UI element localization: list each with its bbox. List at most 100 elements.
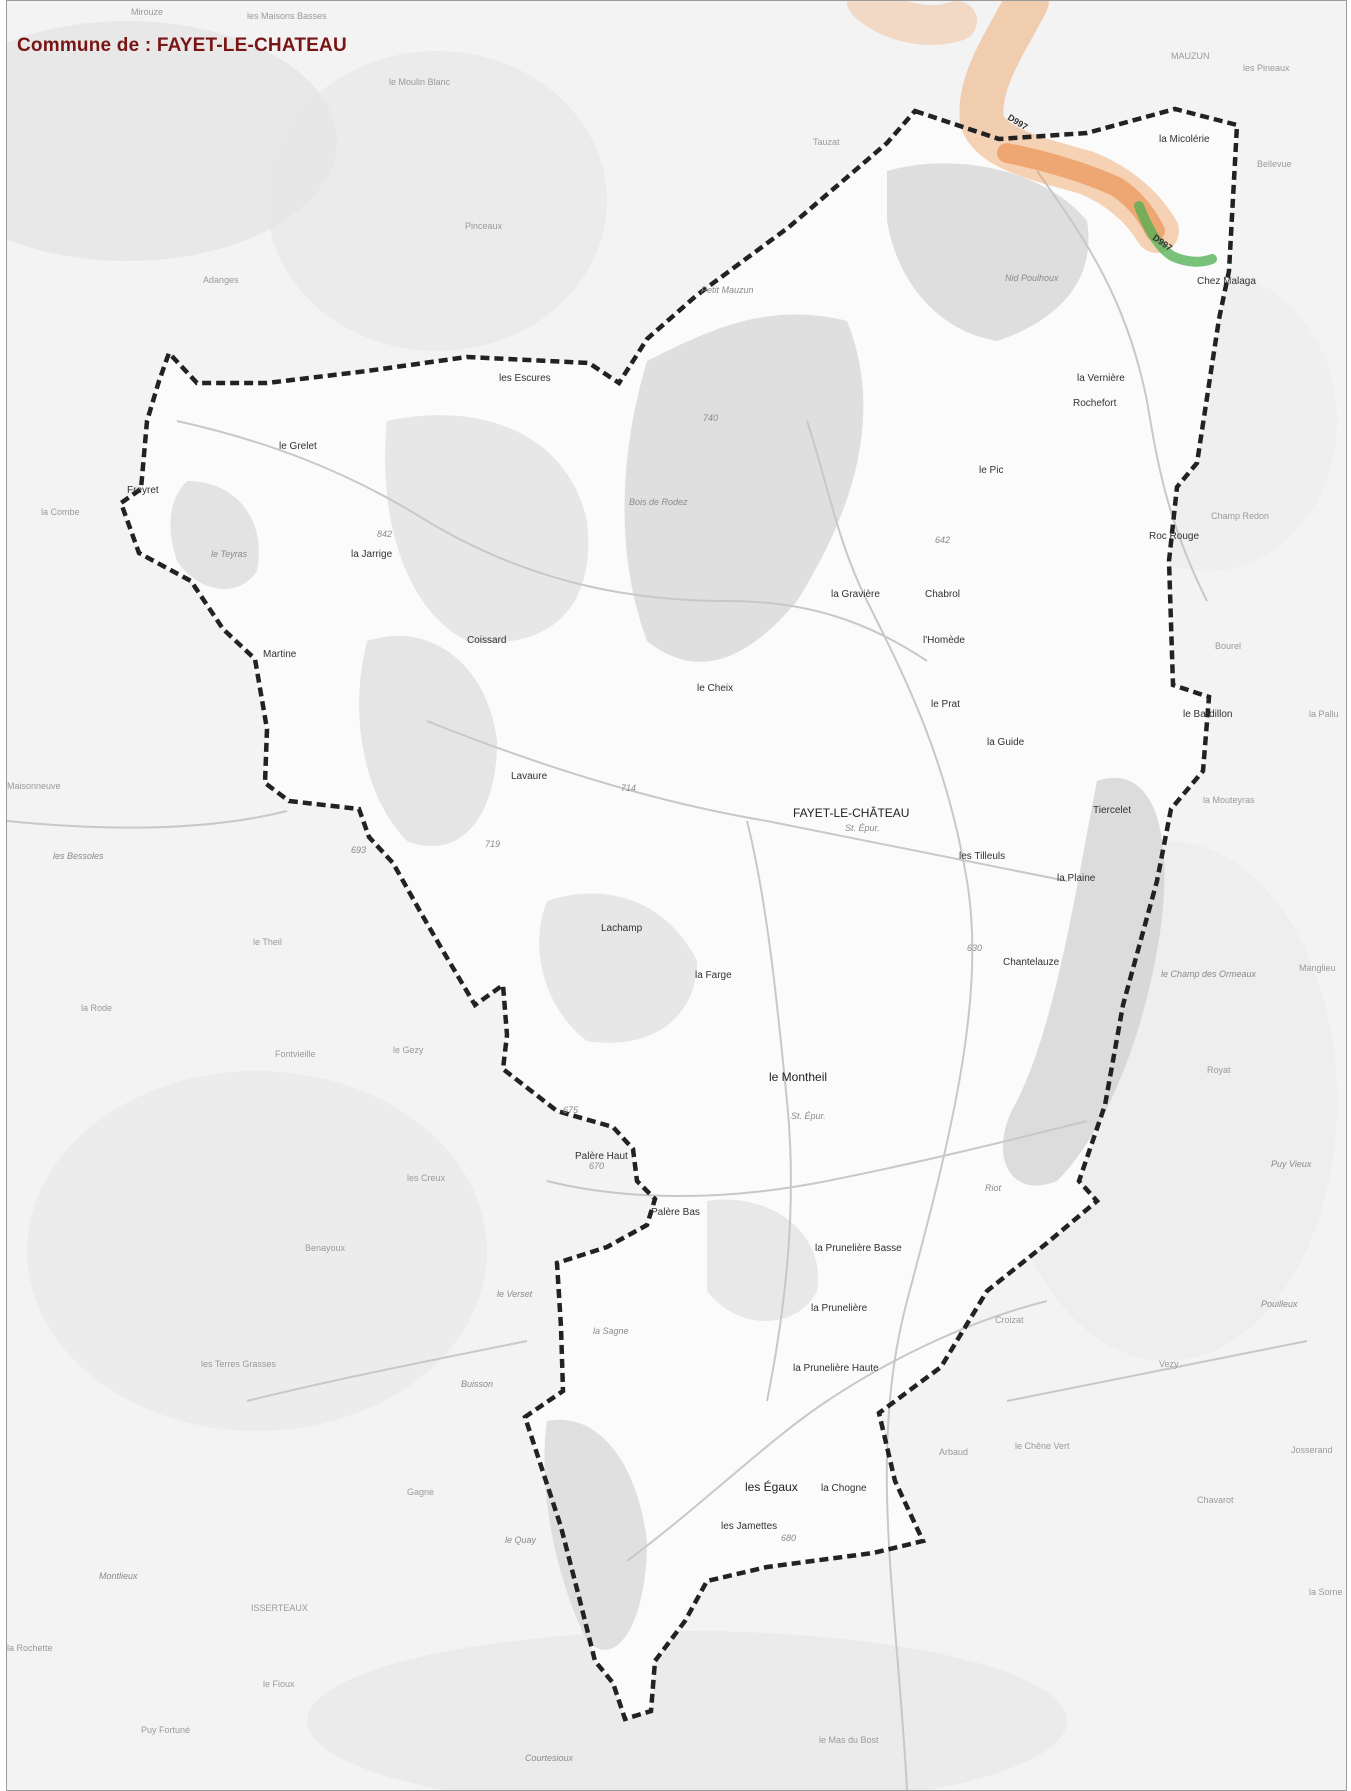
place-labels-outside: Mirouze les Maisons Basses MAUZUN les Pi… bbox=[7, 7, 1343, 1763]
place-benayoux: Benayoux bbox=[305, 1243, 346, 1253]
place-croizat: Croizat bbox=[995, 1315, 1024, 1325]
place-palere-haut: Palère Haut bbox=[575, 1151, 628, 1162]
elev-714: 714 bbox=[621, 783, 636, 793]
place-tauzat: Tauzat bbox=[813, 137, 840, 147]
place-la-jarrige: la Jarrige bbox=[351, 549, 393, 560]
place-fayet-le-chateau: FAYET-LE-CHÂTEAU bbox=[793, 805, 909, 820]
place-rochefort: Rochefort bbox=[1073, 398, 1117, 409]
place-palere-bas: Palère Bas bbox=[651, 1207, 700, 1218]
elev-630: 630 bbox=[967, 943, 982, 953]
place-le-quay: le Quay bbox=[505, 1535, 537, 1545]
place-labels-inside: la Micolérie Chez Malaga Nid Poulhoux Pe… bbox=[127, 134, 1256, 1532]
place-le-fioux: le Fioux bbox=[263, 1679, 295, 1689]
place-la-pruneliere-basse: la Prunelière Basse bbox=[815, 1243, 902, 1254]
place-le-prat: le Prat bbox=[931, 699, 960, 710]
place-la-pruneliere: la Prunelière bbox=[811, 1303, 868, 1314]
place-le-teyras: le Teyras bbox=[211, 549, 248, 559]
place-le-bardillon: le Bardillon bbox=[1183, 709, 1232, 720]
place-la-combe: la Combe bbox=[41, 507, 80, 517]
place-chantelauze: Chantelauze bbox=[1003, 957, 1060, 968]
place-chabrol: Chabrol bbox=[925, 589, 960, 600]
place-freyret: Freyret bbox=[127, 485, 159, 496]
place-les-maisons-basses: les Maisons Basses bbox=[247, 11, 327, 21]
place-fontvieille: Fontvieille bbox=[275, 1049, 316, 1059]
place-le-pic: le Pic bbox=[979, 465, 1003, 476]
elev-670: 670 bbox=[589, 1161, 604, 1171]
place-mirouze: Mirouze bbox=[131, 7, 163, 17]
commune-boundary bbox=[118, 106, 1240, 1722]
relief-shading bbox=[170, 163, 1165, 1650]
map-canvas[interactable]: D997 D997 la Micolérie Chez Malaga Nid P… bbox=[7, 1, 1346, 1790]
elevation-labels: 740 642 842 714 719 693 630 675 670 680 bbox=[351, 413, 982, 1543]
place-st-epur-1: St. Épur. bbox=[845, 823, 880, 833]
elev-642: 642 bbox=[935, 535, 950, 545]
place-bellevue: Bellevue bbox=[1257, 159, 1292, 169]
place-la-rode: la Rode bbox=[81, 1003, 112, 1013]
place-courtesioux: Courtesioux bbox=[525, 1753, 574, 1763]
place-la-guide: la Guide bbox=[987, 737, 1025, 748]
place-petit-mauzun: Petit Mauzun bbox=[701, 285, 754, 295]
place-les-creux: les Creux bbox=[407, 1173, 446, 1183]
place-chez-malaga: Chez Malaga bbox=[1197, 276, 1256, 287]
place-la-chogne: la Chogne bbox=[821, 1483, 867, 1494]
road-network bbox=[7, 170, 1308, 1790]
place-st-epur-2: St. Épur. bbox=[791, 1111, 826, 1121]
place-tiercelet: Tiercelet bbox=[1093, 805, 1131, 816]
elev-842: 842 bbox=[377, 529, 392, 539]
place-le-chene-vert: le Chêne Vert bbox=[1015, 1441, 1070, 1451]
place-puy-fortune: Puy Fortuné bbox=[141, 1725, 190, 1735]
place-les-jamettes: les Jamettes bbox=[721, 1521, 777, 1532]
elev-740: 740 bbox=[703, 413, 718, 423]
place-pouilleux: Pouilleux bbox=[1261, 1299, 1298, 1309]
place-buisson: Buisson bbox=[461, 1379, 493, 1389]
place-la-sagne: la Sagne bbox=[593, 1326, 629, 1336]
place-champ-redon: Champ Redon bbox=[1211, 511, 1269, 521]
place-le-moulin-blanc: le Moulin Blanc bbox=[389, 77, 451, 87]
place-la-graviere: la Gravière bbox=[831, 589, 880, 600]
place-vezy: Vezy bbox=[1159, 1359, 1179, 1369]
place-la-sorne: la Sorne bbox=[1309, 1587, 1343, 1597]
place-la-rochette: la Rochette bbox=[7, 1643, 53, 1653]
place-la-pallu: la Pallu bbox=[1309, 709, 1339, 719]
place-le-cheix: le Cheix bbox=[697, 683, 733, 694]
place-le-montheil: le Montheil bbox=[769, 1070, 827, 1084]
place-la-pruneliere-haute: la Prunelière Haute bbox=[793, 1363, 879, 1374]
place-la-plaine: la Plaine bbox=[1057, 873, 1096, 884]
place-la-verniere: la Vernière bbox=[1077, 373, 1125, 384]
place-le-mas-du-bost: le Mas du Bost bbox=[819, 1735, 879, 1745]
place-maisonneuve: Maisonneuve bbox=[7, 781, 61, 791]
place-royat: Royat bbox=[1207, 1065, 1231, 1075]
place-bois-de-rodez: Bois de Rodez bbox=[629, 497, 688, 507]
elev-680: 680 bbox=[781, 1533, 796, 1543]
place-le-verset: le Verset bbox=[497, 1289, 533, 1299]
place-gagne: Gagne bbox=[407, 1487, 434, 1497]
place-bourel: Bourel bbox=[1215, 641, 1241, 651]
place-les-escures: les Escures bbox=[499, 373, 551, 384]
place-les-egaux: les Égaux bbox=[745, 1479, 798, 1494]
place-riot: Riot bbox=[985, 1183, 1002, 1193]
place-josserand: Josserand bbox=[1291, 1445, 1333, 1455]
place-l-homede: l'Homède bbox=[923, 635, 965, 646]
place-le-grelet: le Grelet bbox=[279, 441, 317, 452]
place-les-pineaux: les Pineaux bbox=[1243, 63, 1290, 73]
elev-693: 693 bbox=[351, 845, 366, 855]
place-montlieux: Montlieux bbox=[99, 1571, 138, 1581]
place-arbaud: Arbaud bbox=[939, 1447, 968, 1457]
place-le-gezy: le Gezy bbox=[393, 1045, 424, 1055]
place-coissard: Coissard bbox=[467, 635, 506, 646]
d997-road-buffer bbox=[847, 1, 1217, 267]
elev-675: 675 bbox=[563, 1105, 579, 1115]
place-manglieu: Manglieu bbox=[1299, 963, 1336, 973]
place-martine: Martine bbox=[263, 649, 297, 660]
place-la-farge: la Farge bbox=[695, 970, 732, 981]
map-frame[interactable]: D997 D997 la Micolérie Chez Malaga Nid P… bbox=[6, 0, 1347, 1791]
place-nid-poulhoux: Nid Poulhoux bbox=[1005, 273, 1059, 283]
place-isserteaux: ISSERTEAUX bbox=[251, 1603, 308, 1613]
place-roc-rouge: Roc Rouge bbox=[1149, 531, 1199, 542]
elev-719: 719 bbox=[485, 839, 500, 849]
place-mauzun: MAUZUN bbox=[1171, 51, 1210, 61]
place-le-theil: le Theil bbox=[253, 937, 282, 947]
place-les-tilleuls: les Tilleuls bbox=[959, 851, 1005, 862]
map-title: Commune de : FAYET-LE-CHATEAU bbox=[17, 35, 347, 56]
place-les-bessoles: les Bessoles bbox=[53, 851, 104, 861]
